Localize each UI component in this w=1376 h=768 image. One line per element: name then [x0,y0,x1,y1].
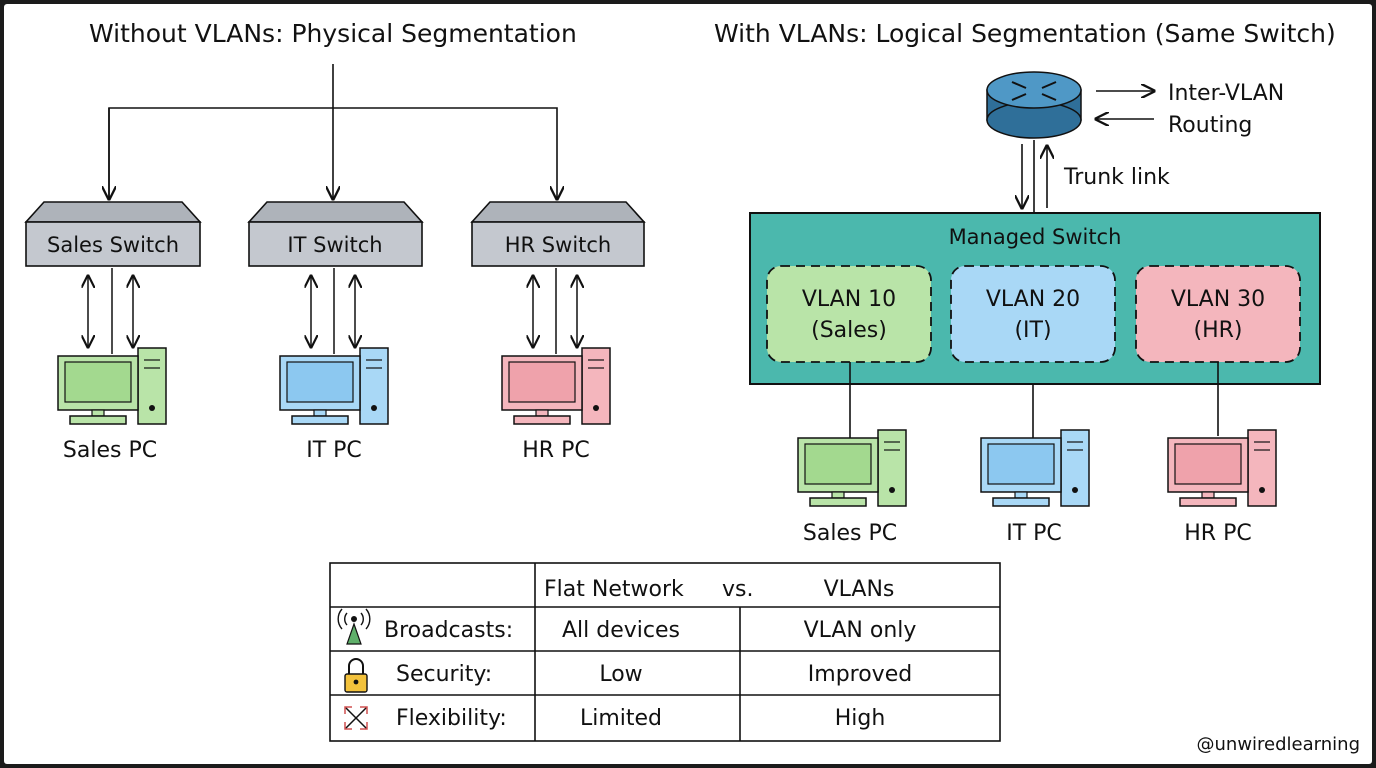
right-sales-pc-icon [797,429,907,507]
padlock-icon [344,658,368,693]
row-flexibility-vlan: High [835,706,886,731]
row-security-label: Security: [396,662,492,687]
diagram-canvas: Without VLANs: Physical Segmentation Sal… [4,4,1372,764]
left-it-pc-label: IT PC [306,438,362,463]
trunk-link [1022,140,1047,212]
vlan-10-id: VLAN 10 [802,287,896,312]
hr-pc-icon [501,347,611,425]
right-title: With VLANs: Logical Segmentation (Same S… [714,19,1336,48]
right-it-pc-label: IT PC [1006,521,1062,546]
uplink-tree [109,64,557,199]
row-broadcasts-label: Broadcasts: [384,618,513,643]
vlan-30-box: VLAN 30 (HR) [1135,265,1301,363]
row-broadcasts-vlan: VLAN only [804,618,917,643]
it-pc-icon [279,347,389,425]
row-security-flat: Low [599,662,642,687]
right-sales-pc-label: Sales PC [803,521,897,546]
vlan-30-id: VLAN 30 [1171,287,1265,312]
vlan-20-id: VLAN 20 [986,287,1080,312]
right-it-pc-icon [980,429,1090,507]
row-broadcasts-flat: All devices [562,618,680,643]
vlan-20-dept: (IT) [1014,318,1051,343]
router-icon [986,71,1082,139]
right-hr-pc-icon [1167,429,1277,507]
row-security-vlan: Improved [808,662,912,687]
inter-vlan-arrows [1096,91,1154,119]
vlan-30-dept: (HR) [1194,318,1243,343]
arrows-expand-icon [344,706,368,730]
vlan-pc-links [849,362,1219,438]
it-switch-label: IT Switch [287,233,382,257]
vlan-10-box: VLAN 10 (Sales) [766,265,932,363]
left-sales-pc-label: Sales PC [63,438,157,463]
router-label-line2: Routing [1168,113,1252,138]
table-header-vlans: VLANs [824,577,895,602]
table-header-flat: Flat Network [544,577,684,602]
vlan-20-box: VLAN 20 (IT) [950,265,1116,363]
sales-switch: Sales Switch [24,201,202,267]
hr-switch: HR Switch [470,201,646,267]
sales-switch-label: Sales Switch [47,233,179,257]
trunk-link-label: Trunk link [1063,165,1170,190]
hr-switch-label: HR Switch [505,233,612,257]
row-flexibility-flat: Limited [580,706,662,731]
sales-pc-icon [57,347,167,425]
table-header-vs: vs. [722,577,753,602]
vlan-10-dept: (Sales) [811,318,887,343]
watermark: @unwiredlearning [1197,734,1360,755]
managed-switch-label: Managed Switch [949,225,1122,249]
right-hr-pc-label: HR PC [1184,521,1251,546]
row-flexibility-label: Flexibility: [396,706,507,731]
left-hr-pc-label: HR PC [522,438,589,463]
antenna-icon [337,608,371,645]
comparison-table [329,562,1001,742]
it-switch: IT Switch [247,201,424,267]
router-label-line1: Inter-VLAN [1168,81,1284,106]
left-title: Without VLANs: Physical Segmentation [89,19,577,48]
switch-pc-links [88,268,577,354]
